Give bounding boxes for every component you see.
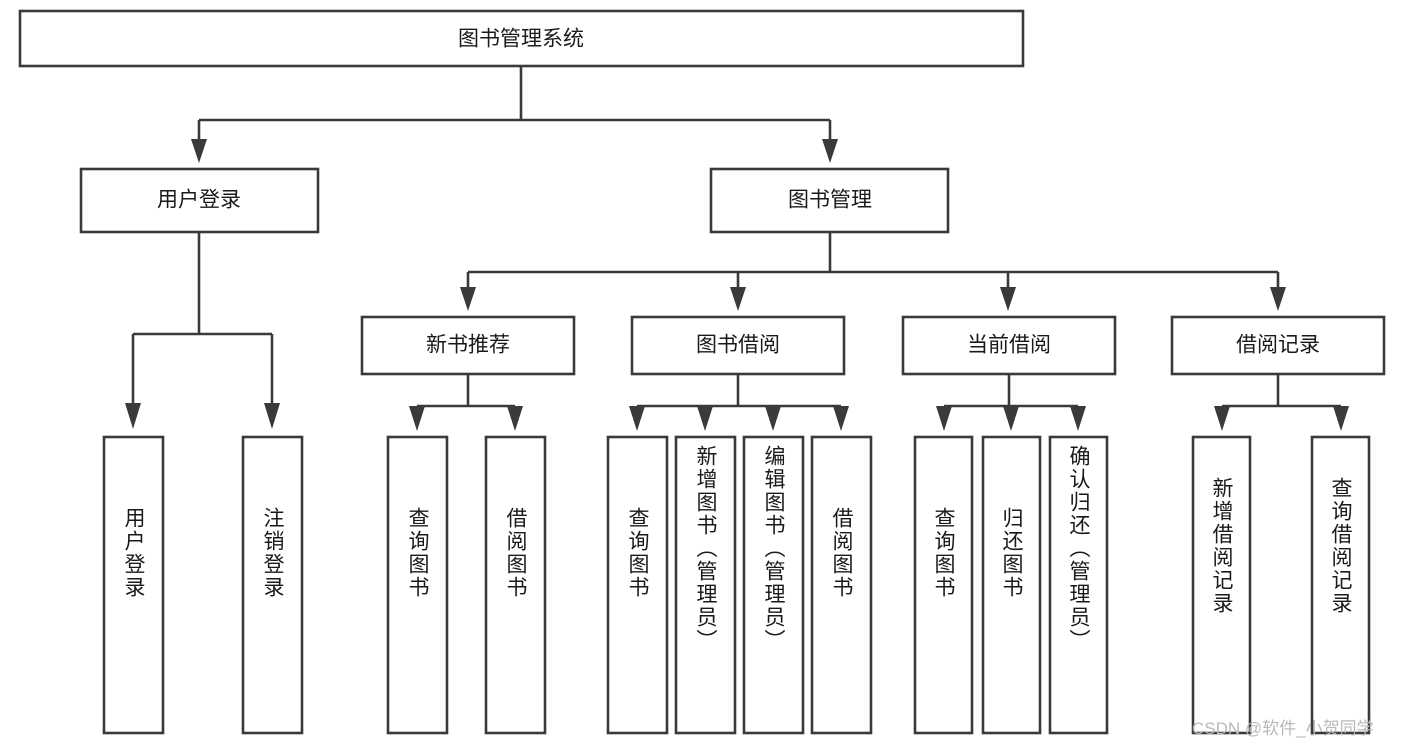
node-borrow-record-label: 借阅记录 xyxy=(1236,334,1320,357)
node-book-manage-label: 图书管理 xyxy=(788,189,872,212)
leaf-box-user-login[interactable] xyxy=(102,435,165,735)
arrow-bookmanage-to-l3-3 xyxy=(1000,287,1016,311)
leaf-label-logout: 注销登录 xyxy=(261,507,284,599)
leaf-label-edit-book-admin: 编辑图书（管理员） xyxy=(762,445,785,652)
node-current-borrow-label: 当前借阅 xyxy=(967,334,1051,357)
arrow-currentborrow-leaf3 xyxy=(1070,406,1086,431)
node-book-borrow-box[interactable] xyxy=(630,315,846,376)
leaf-label-return-book: 归还图书 xyxy=(1000,507,1023,599)
arrow-bookmanage-to-l3-1 xyxy=(460,287,476,311)
arrow-bookborrow-leaf1 xyxy=(629,406,645,431)
node-user-login-box[interactable] xyxy=(79,167,320,234)
leaf-label-wrap-query-book-2: 查询图书 xyxy=(608,437,667,733)
arrow-userlogin-leaf1 xyxy=(125,403,141,429)
node-root-box[interactable] xyxy=(18,9,1025,68)
node-new-book-box[interactable] xyxy=(360,315,576,376)
node-book-borrow-label: 图书借阅 xyxy=(696,334,780,357)
leaf-label-wrap-borrow-book-1: 借阅图书 xyxy=(486,437,545,733)
node-new-book-label: 新书推荐 xyxy=(426,334,510,357)
arrow-bookborrow-leaf3 xyxy=(765,406,781,431)
leaf-box-add-record[interactable] xyxy=(1191,435,1252,735)
leaf-label-confirm-return-admin: 确认归还（管理员） xyxy=(1067,445,1090,652)
arrow-bookborrow-leaf4 xyxy=(833,406,849,431)
leaf-box-query-book-3[interactable] xyxy=(913,435,974,735)
leaf-box-add-book-admin[interactable] xyxy=(674,435,737,735)
leaf-box-query-record[interactable] xyxy=(1310,435,1371,735)
node-borrow-record-box[interactable] xyxy=(1170,315,1386,376)
leaf-label-wrap-add-record: 新增借阅记录 xyxy=(1193,437,1250,733)
leaf-box-return-book[interactable] xyxy=(981,435,1042,735)
arrow-currentborrow-leaf1 xyxy=(936,406,952,431)
leaf-box-borrow-book-1[interactable] xyxy=(484,435,547,735)
arrow-bookmanage-to-l3-2 xyxy=(730,287,746,311)
leaf-label-wrap-return-book: 归还图书 xyxy=(983,437,1040,733)
leaf-label-add-book-admin: 新增图书（管理员） xyxy=(694,445,717,652)
leaf-label-query-book-1: 查询图书 xyxy=(406,507,429,599)
leaf-label-query-book-3: 查询图书 xyxy=(932,507,955,599)
leaf-box-edit-book-admin[interactable] xyxy=(742,435,805,735)
leaf-box-logout[interactable] xyxy=(241,435,304,735)
leaf-label-borrow-book-2: 借阅图书 xyxy=(830,507,853,599)
arrow-root-to-books xyxy=(822,139,838,163)
leaf-box-query-book-2[interactable] xyxy=(606,435,669,735)
arrow-borrowrecord-leaf2 xyxy=(1333,406,1349,431)
leaf-label-wrap-query-book-1: 查询图书 xyxy=(388,437,447,733)
leaf-label-wrap-logout: 注销登录 xyxy=(243,437,302,733)
arrow-userlogin-leaf2 xyxy=(264,403,280,429)
leaf-label-user-login: 用户登录 xyxy=(122,507,145,599)
leaf-label-query-record: 查询借阅记录 xyxy=(1329,477,1352,615)
leaf-label-query-book-2: 查询图书 xyxy=(626,507,649,599)
arrow-root-to-user xyxy=(191,139,207,163)
leaf-label-add-record: 新增借阅记录 xyxy=(1210,477,1233,615)
node-root-label: 图书管理系统 xyxy=(458,28,584,51)
leaf-box-borrow-book-2[interactable] xyxy=(810,435,873,735)
leaf-box-confirm-return-admin[interactable] xyxy=(1048,435,1109,735)
arrow-newbook-leaf2 xyxy=(507,406,523,431)
leaf-label-wrap-borrow-book-2: 借阅图书 xyxy=(812,437,871,733)
leaf-label-wrap-query-record: 查询借阅记录 xyxy=(1312,437,1369,733)
watermark-text: CSDN @软件_小贺同学 xyxy=(1192,719,1374,738)
node-user-login-label: 用户登录 xyxy=(157,189,241,212)
leaf-label-wrap-confirm-return-admin: 确认归还（管理员） xyxy=(1050,437,1107,733)
leaf-label-wrap-add-book-admin: 新增图书（管理员） xyxy=(676,437,735,733)
arrow-bookmanage-to-l3-4 xyxy=(1270,287,1286,311)
leaf-label-wrap-query-book-3: 查询图书 xyxy=(915,437,972,733)
leaf-label-borrow-book-1: 借阅图书 xyxy=(504,507,527,599)
leaf-box-query-book-1[interactable] xyxy=(386,435,449,735)
leaf-label-wrap-edit-book-admin: 编辑图书（管理员） xyxy=(744,437,803,733)
node-book-manage-box[interactable] xyxy=(709,167,950,234)
leaf-label-wrap-user-login: 用户登录 xyxy=(104,437,163,733)
arrow-borrowrecord-leaf1 xyxy=(1214,406,1230,431)
arrow-currentborrow-leaf2 xyxy=(1003,406,1019,431)
arrow-bookborrow-leaf2 xyxy=(697,406,713,431)
arrow-newbook-leaf1 xyxy=(409,406,425,431)
